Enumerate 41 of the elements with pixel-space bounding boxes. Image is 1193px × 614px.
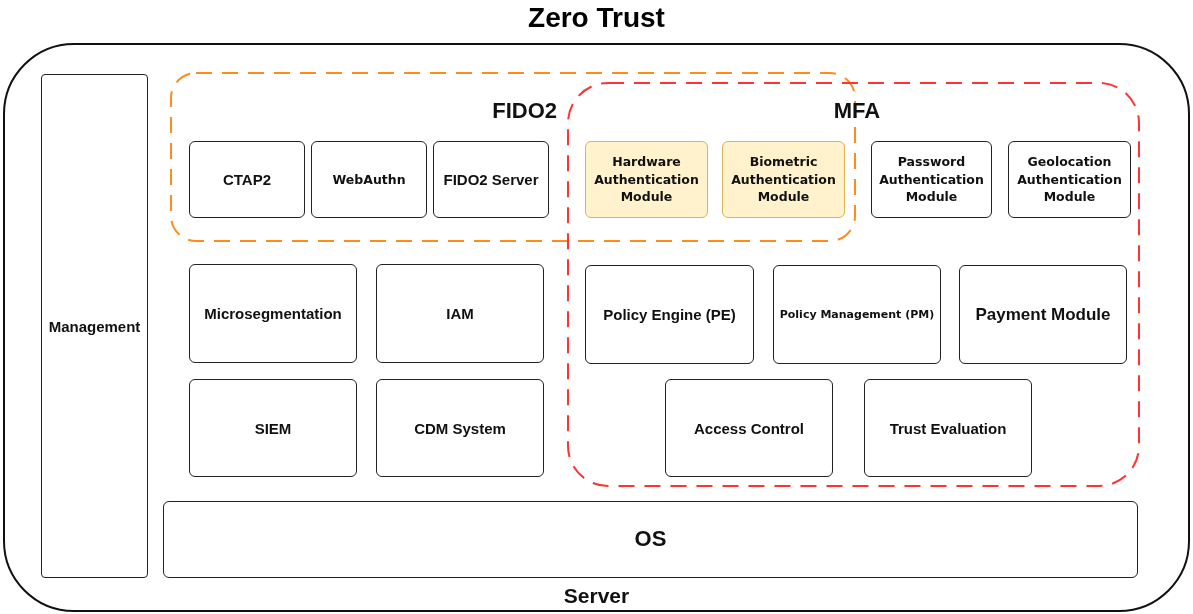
- module-label: Hardware Authentication Module: [593, 153, 700, 206]
- module-label: Management: [47, 316, 142, 337]
- module-box: [189, 141, 305, 218]
- module-box: [376, 264, 544, 363]
- module-label: FIDO2 Server: [442, 170, 540, 190]
- module-box: [189, 264, 357, 363]
- module-label: IAM: [445, 304, 475, 324]
- module-box: [433, 141, 549, 218]
- module-box: [665, 379, 833, 477]
- highlighted-module-box: [722, 141, 845, 218]
- group-label: FIDO2: [492, 98, 557, 124]
- module-label: Geolocation Authentication Module: [1016, 153, 1123, 206]
- module-box: [189, 379, 357, 477]
- module-label: SIEM: [253, 418, 293, 439]
- module-box: [311, 141, 427, 218]
- module-label: CTAP2: [221, 170, 273, 190]
- module-label: Biometric Authentication Module: [730, 153, 837, 206]
- module-label: Microsegmentation: [203, 304, 343, 324]
- module-box: [959, 265, 1127, 364]
- dashed-group-outline: [567, 82, 1140, 487]
- module-box: [1008, 141, 1131, 218]
- module-box: [871, 141, 992, 218]
- server-container: [3, 43, 1190, 612]
- module-box: [163, 501, 1138, 578]
- module-label: Trust Evaluation: [888, 418, 1008, 439]
- diagram-title: Zero Trust: [527, 2, 666, 34]
- module-box: [773, 265, 941, 364]
- module-label: Password Authentication Module: [878, 153, 985, 206]
- module-label: Policy Management (PM): [778, 306, 936, 323]
- module-label: Payment Module: [974, 303, 1112, 326]
- module-label: OS: [633, 525, 668, 554]
- module-label: Policy Engine (PE): [602, 305, 737, 325]
- module-box: [41, 74, 148, 578]
- module-box: [585, 265, 754, 364]
- highlighted-module-box: [585, 141, 708, 218]
- group-label: Server: [562, 584, 631, 608]
- module-box: [376, 379, 544, 477]
- module-box: [864, 379, 1032, 477]
- module-label: CDM System: [413, 418, 507, 439]
- module-label: WebAuthn: [331, 170, 407, 189]
- module-label: Access Control: [692, 418, 805, 439]
